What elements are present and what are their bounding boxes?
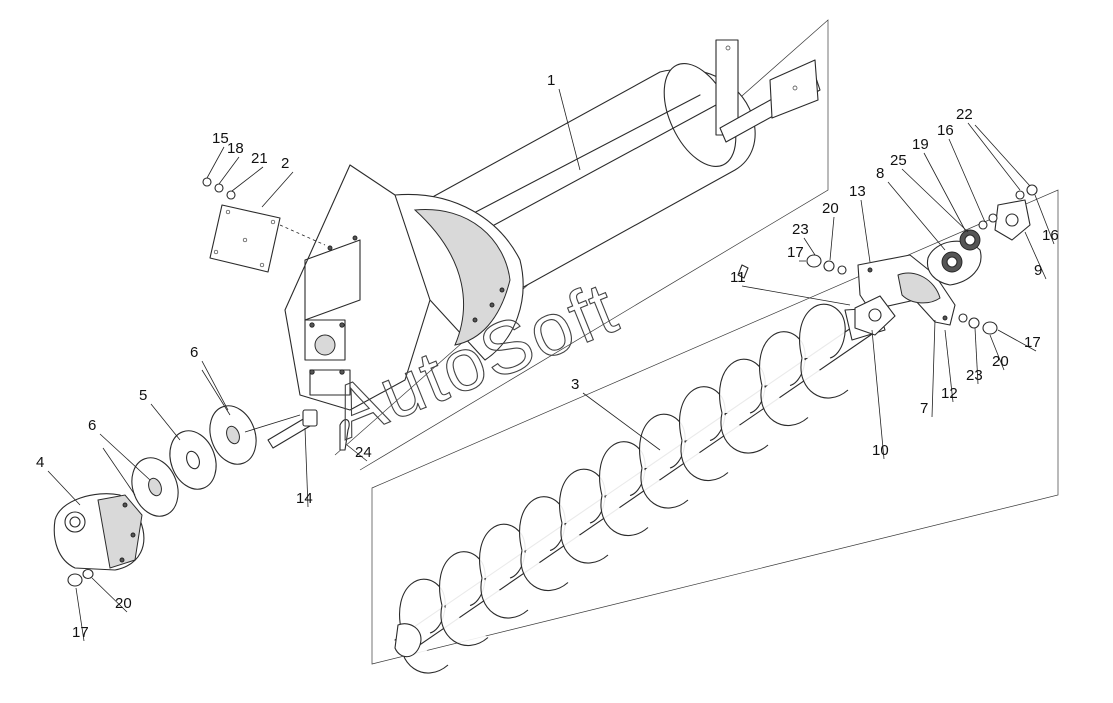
leader-line-extra-2: [974, 124, 1031, 187]
callout-c23a: 23: [792, 221, 809, 238]
callout-c16a: 16: [937, 122, 954, 139]
callout-c25: 25: [890, 152, 907, 169]
callout-c1: 1: [547, 72, 555, 89]
leader-line-c7: [931, 319, 936, 418]
callout-c15: 15: [212, 130, 229, 147]
callout-c10: 10: [872, 442, 889, 459]
leader-lines: [47, 88, 1055, 642]
gearbox: [53, 493, 145, 571]
pin: [339, 419, 350, 451]
callout-c24: 24: [355, 444, 372, 461]
callout-c9: 9: [1034, 262, 1042, 279]
leader-line-c13: [860, 199, 871, 263]
callout-c21: 21: [251, 150, 268, 167]
auger-flight: [759, 331, 809, 427]
leader-line-c11: [741, 285, 851, 306]
callout-c19: 19: [912, 136, 929, 153]
leader-line-c15: [206, 146, 225, 179]
fasteners-15-18-21: [202, 177, 236, 200]
callout-c6b: 6: [88, 417, 96, 434]
callout-c6a: 6: [190, 344, 198, 361]
callout-c18: 18: [227, 140, 244, 157]
leader-line-c3: [582, 392, 661, 451]
fasteners-17-20-left: [67, 568, 94, 587]
callout-c7: 7: [920, 400, 928, 417]
leader-line-c22: [967, 122, 1021, 191]
callout-c13: 13: [849, 183, 866, 200]
leader-line-c20c: [91, 577, 128, 613]
leader-line-c9: [1024, 231, 1047, 280]
callout-c5: 5: [139, 387, 147, 404]
leader-line-c18: [218, 156, 240, 185]
cap-flange-9: [994, 199, 1031, 241]
auger-flight: [799, 303, 849, 399]
auger-flight: [519, 496, 569, 592]
leader-line-c16a: [948, 138, 986, 223]
leader-line-c19: [923, 152, 966, 231]
callout-c16b: 16: [1042, 227, 1059, 244]
leader-line-c17b: [997, 329, 1037, 352]
callout-c14: 14: [296, 490, 313, 507]
callout-c8: 8: [876, 165, 884, 182]
stud-11: [737, 264, 749, 279]
leader-line-c4: [47, 470, 81, 506]
leader-line-c12: [944, 329, 954, 403]
callout-c4: 4: [36, 454, 44, 471]
leader-line-c17c: [75, 587, 85, 642]
leader-line-c5: [150, 403, 181, 441]
leader-line-c20b: [989, 334, 1005, 371]
leader-line-c25: [901, 168, 969, 233]
callout-c17c: 17: [72, 624, 89, 641]
callout-c3: 3: [571, 376, 579, 393]
callout-c22: 22: [956, 106, 973, 123]
leader-line-c23a: [803, 237, 816, 256]
auger-flight: [639, 413, 689, 509]
leader-line-extra-1: [102, 447, 136, 496]
gasket-disc-6b: [209, 405, 257, 465]
gasket-disc-6a: [131, 457, 179, 517]
cover-plate: [209, 204, 326, 273]
leader-line-c2: [261, 171, 294, 208]
leader-line-c23b: [974, 327, 979, 385]
auger-screw: [394, 303, 886, 674]
leader-line-c6b: [99, 433, 151, 481]
leader-line-c20a: [829, 216, 835, 261]
flange-10: [854, 295, 896, 336]
leader-line-c16b: [1034, 194, 1055, 245]
leader-line-c24: [346, 444, 368, 462]
leader-line-extra-0: [201, 369, 231, 416]
shaft-bolt: [244, 409, 318, 449]
bearing-25: [959, 229, 981, 251]
callout-c2: 2: [281, 155, 289, 172]
small-fasteners-right: [806, 184, 1038, 335]
callout-c12: 12: [941, 385, 958, 402]
leader-line-c8: [887, 181, 946, 251]
callout-c20a: 20: [822, 200, 839, 217]
leader-line-c6a: [201, 360, 229, 411]
callout-c11: 11: [730, 269, 746, 286]
auger-flight: [439, 551, 489, 647]
callout-c17a: 17: [787, 244, 804, 261]
callout-c20b: 20: [992, 353, 1009, 370]
leader-line-c14: [304, 427, 309, 508]
spacer-disc-5: [169, 430, 217, 490]
leader-line-c10: [871, 329, 885, 460]
chute-housing: [284, 164, 524, 411]
leader-line-c21: [231, 166, 264, 192]
bearing-housing-8: [926, 240, 982, 286]
callout-c17b: 17: [1024, 334, 1041, 351]
callout-c23b: 23: [966, 367, 983, 384]
auger-plane-panel: [371, 189, 1059, 665]
callout-c20c: 20: [115, 595, 132, 612]
leader-line-c1: [558, 88, 581, 171]
